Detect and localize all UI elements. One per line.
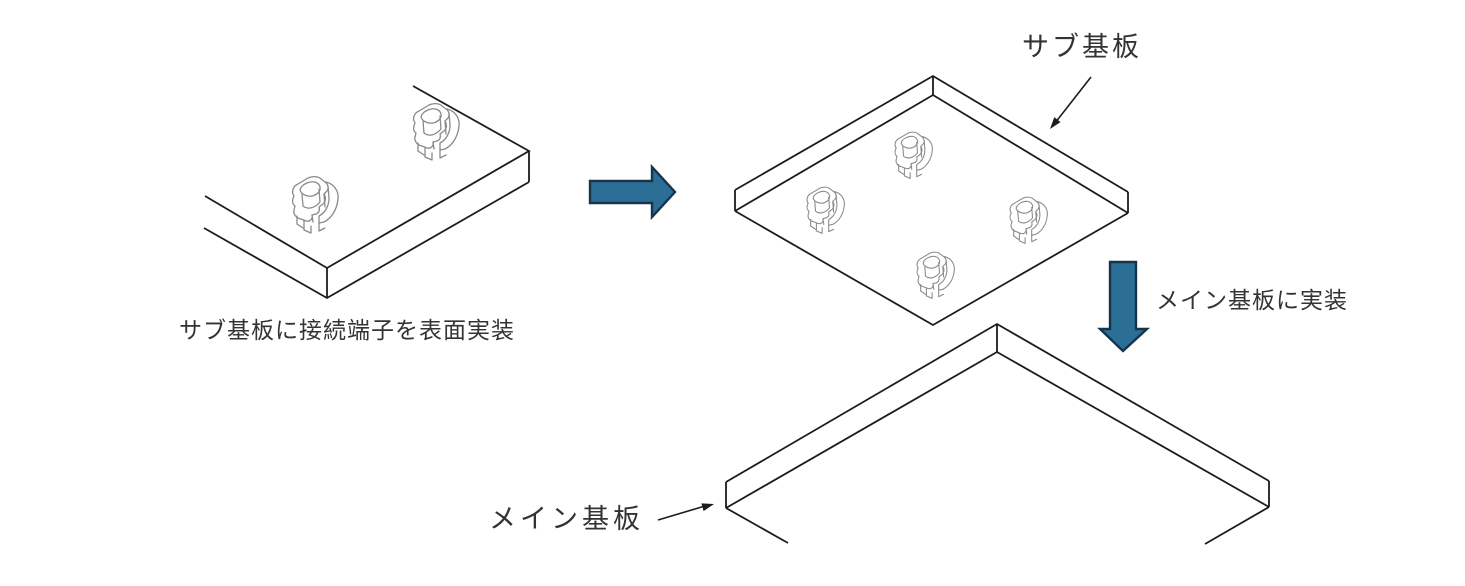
main-board-illustration xyxy=(725,322,1270,545)
sub-board-corner-illustration xyxy=(203,85,531,300)
main-board-label: メイン基板 xyxy=(489,504,644,534)
connector-terminal-icon xyxy=(894,131,933,179)
sub-board-flipped-illustration xyxy=(734,74,1129,327)
connector-terminal-icon xyxy=(412,102,460,161)
connector-terminal-icon xyxy=(916,251,955,299)
sub-board-label: サブ基板 xyxy=(1022,32,1142,62)
down-block-arrow-shape xyxy=(1097,260,1151,353)
left-caption-label: サブ基板に接続端子を表面実装 xyxy=(179,317,515,343)
connector-terminal-icon xyxy=(806,186,845,234)
down-block-arrow-icon xyxy=(1097,260,1151,353)
mount-note-label: メイン基板に実装 xyxy=(1156,287,1348,313)
right-block-arrow-shape xyxy=(588,163,677,221)
right-block-arrow-icon xyxy=(588,163,677,221)
connector-terminal-icon xyxy=(1009,196,1048,244)
sub-board-pointer-arrow-icon xyxy=(1050,76,1092,129)
main-board-pointer-arrow-icon xyxy=(657,503,714,521)
connector-terminal-icon xyxy=(291,175,339,234)
